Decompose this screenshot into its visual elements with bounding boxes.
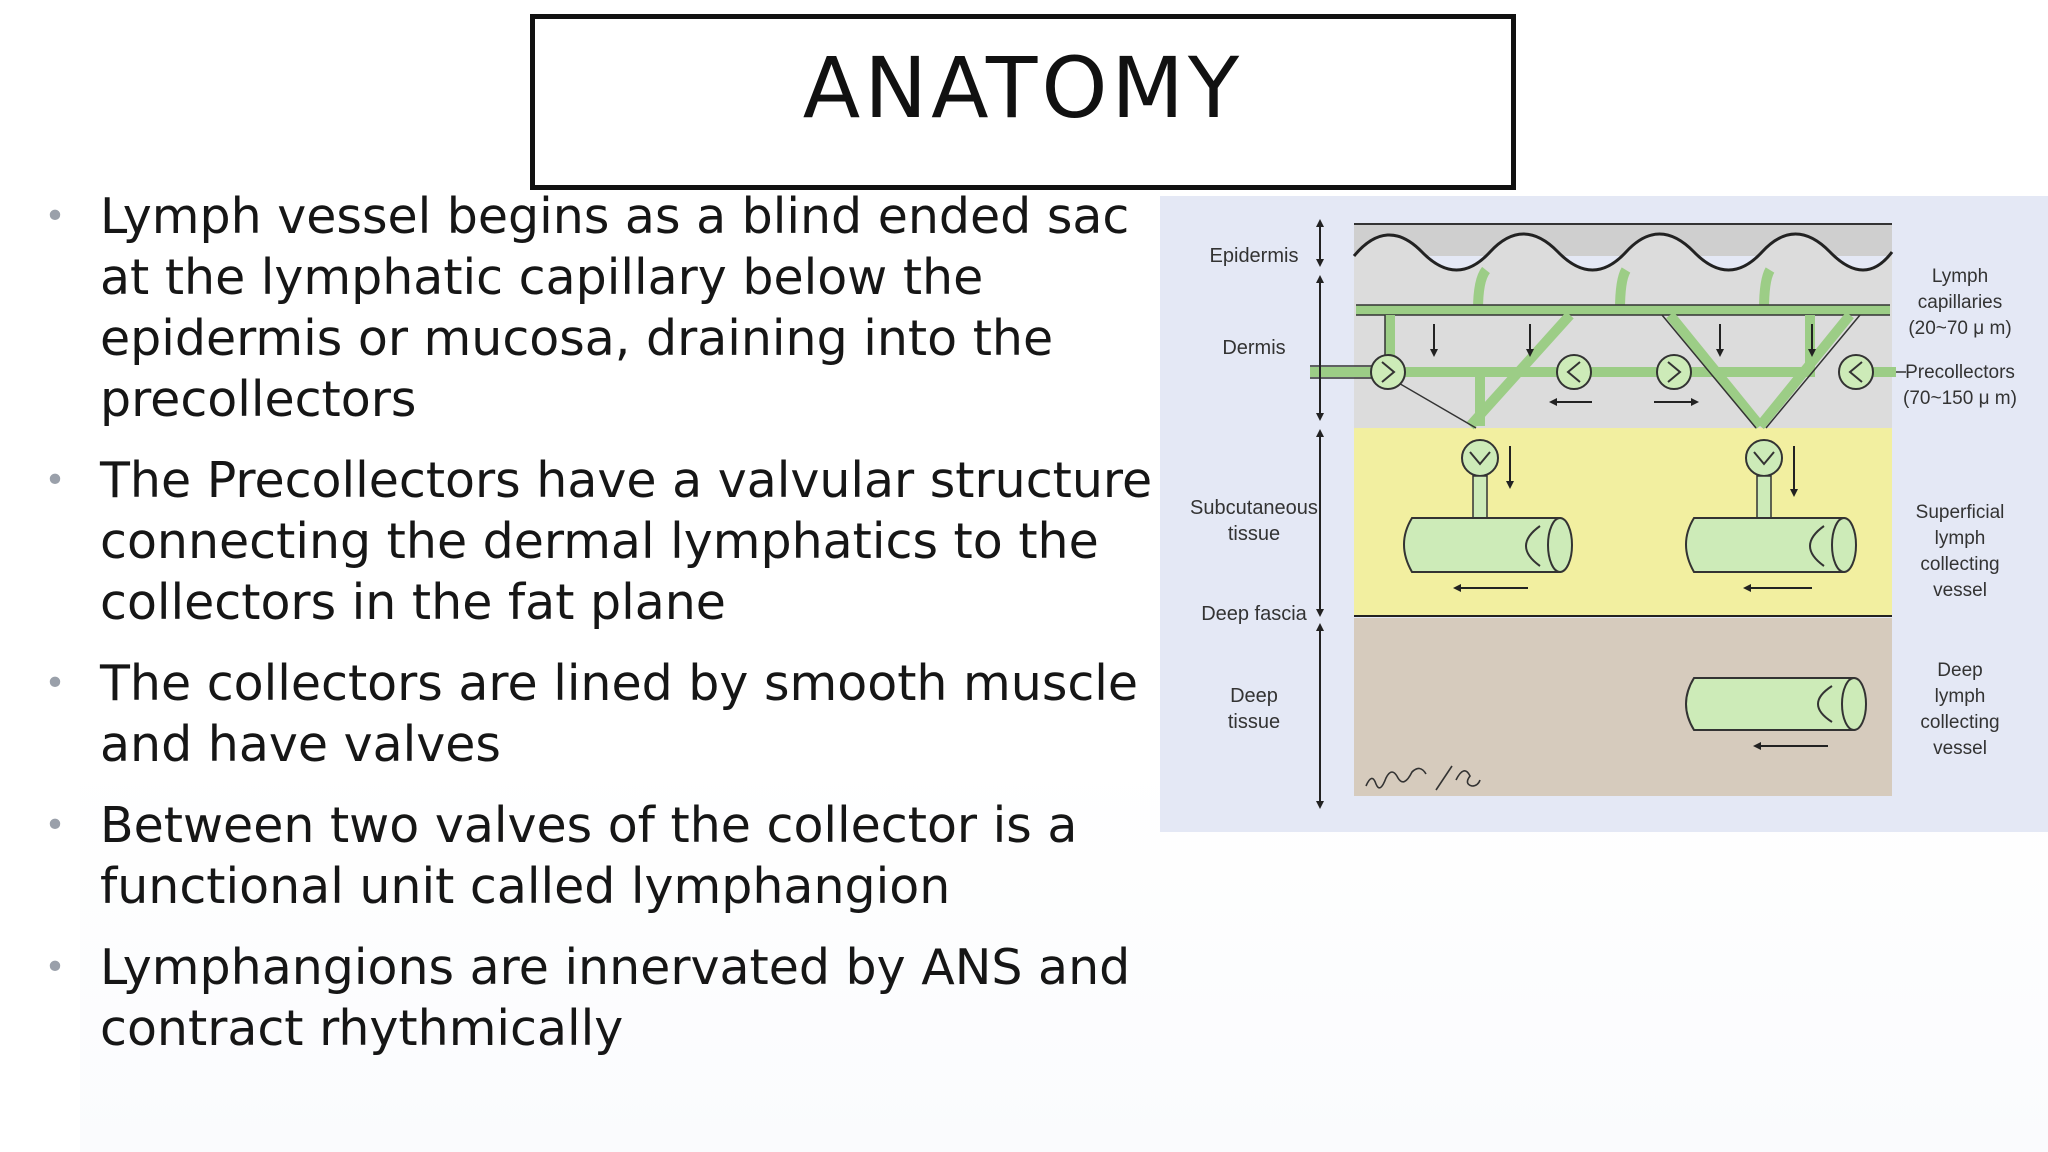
deep-vessel-label: vessel [1933,738,1987,759]
bullet-dot-icon: • [44,460,66,501]
bullet-dot-icon: • [44,196,66,237]
precollector-valve [1556,354,1592,390]
deep-vessel-label: Deep [1937,660,1982,681]
precollector-valve [1370,354,1406,390]
precollector-branches [1310,311,1896,430]
lymph-capillaries-label: Lymph [1932,266,1988,287]
artist-signature [1365,765,1481,791]
deep-tissue-label: tissue [1228,711,1280,733]
precollectors-size: (70~150 μ m) [1903,388,2017,409]
bullet-item: • Lymph vessel begins as a blind ended s… [40,186,1170,430]
deep-fascia-label: Deep fascia [1201,603,1307,625]
bullet-item: • The collectors are lined by smooth mus… [40,653,1170,775]
bullet-text: Lymph vessel begins as a blind ended sac… [100,188,1130,428]
bullet-dot-icon: • [44,663,66,704]
epidermis-label: Epidermis [1210,245,1299,267]
lymph-capillaries-size: (20~70 μ m) [1908,318,2011,339]
lymph-capillaries-label: capillaries [1918,292,2002,313]
epidermis-boundary [1352,232,1894,272]
precollector-valve [1838,354,1874,390]
superficial-collecting-vessel [1685,517,1857,573]
collector-connector [1472,475,1488,521]
bullet-text: The collectors are lined by smooth muscl… [100,655,1139,773]
superficial-vessel-label: vessel [1933,580,1987,601]
bullet-dot-icon: • [44,947,66,988]
superficial-vessel-label: Superficial [1916,502,2005,523]
superficial-vessel-label: lymph [1935,528,1986,549]
bullet-item: • Between two valves of the collector is… [40,795,1170,917]
slide-title: ANATOMY [802,39,1244,137]
precollectors-label: Precollectors [1905,362,2015,383]
lymphatic-diagram: Epidermis Dermis Subcutaneous tissue Dee… [1190,219,2017,809]
collector-connector [1756,475,1772,521]
bullet-item: • Lymphangions are innervated by ANS and… [40,937,1170,1059]
precollector-valve [1656,354,1692,390]
subcutaneous-label: tissue [1228,523,1280,545]
superficial-vessel-label: collecting [1920,554,1999,575]
bullet-list: • Lymph vessel begins as a blind ended s… [40,186,1170,1079]
bullet-item: • The Precollectors have a valvular stru… [40,450,1170,633]
dermis-layer [1354,234,1892,428]
junction-valve [1461,439,1499,477]
subcutaneous-label: Subcutaneous [1190,497,1318,519]
bullet-text: The Precollectors have a valvular struct… [100,452,1153,631]
deep-tissue-label: Deep [1230,685,1278,707]
deep-vessel-label: collecting [1920,712,1999,733]
title-box: ANATOMY [530,14,1516,190]
lymphatic-anatomy-figure: Epidermis Dermis Subcutaneous tissue Dee… [1160,196,2048,832]
bullet-dot-icon: • [44,805,66,846]
dermis-label: Dermis [1222,337,1285,359]
deep-collecting-vessel [1685,677,1867,731]
bullet-text: Lymphangions are innervated by ANS and c… [100,939,1131,1057]
flow-arrow-group [1430,324,1828,750]
deep-vessel-label: lymph [1935,686,1986,707]
superficial-collecting-vessel [1403,517,1573,573]
junction-valve [1745,439,1783,477]
lymph-capillary-outline [1356,304,1890,316]
bullet-text: Between two valves of the collector is a… [100,797,1078,915]
